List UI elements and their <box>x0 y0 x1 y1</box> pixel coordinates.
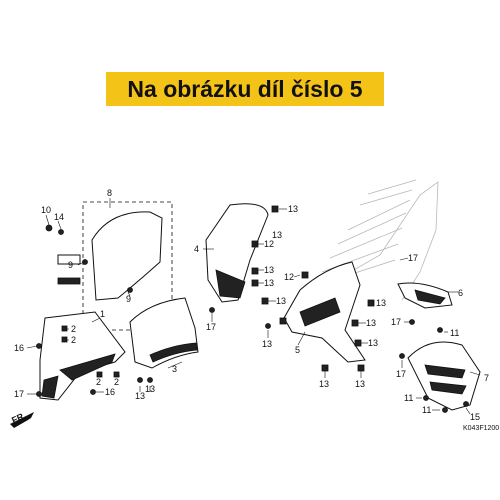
label-part-6: 6 <box>458 288 463 298</box>
label-part-13-i: 13 <box>319 379 329 389</box>
label-part-8: 8 <box>107 188 112 198</box>
label-part-13-k: 13 <box>262 339 272 349</box>
label-part-7: 7 <box>484 373 489 383</box>
rubber-strip <box>57 277 81 285</box>
honda-wing-watermark <box>304 179 439 301</box>
label-part-2-a: 2 <box>71 324 76 334</box>
banner-text: Na obrázku díl číslo 5 <box>127 75 363 102</box>
label-part-3: 3 <box>172 364 177 374</box>
label-part-5: 5 <box>295 345 300 355</box>
label-part-2-c: 2 <box>96 377 101 387</box>
windscreen <box>91 211 163 301</box>
label-part-13-h: 13 <box>368 338 378 348</box>
collar-9a <box>82 259 88 265</box>
label-part-1: 1 <box>100 309 105 319</box>
washer-14 <box>58 229 64 235</box>
inner-panel-part-4 <box>205 203 279 313</box>
label-part-17-right-top: 17 <box>408 253 418 263</box>
meter-visor-part-3 <box>129 297 199 383</box>
label-part-12-center: 12 <box>284 272 294 282</box>
label-part-17-right-low: 17 <box>396 369 406 379</box>
diagram-code: K043F1200 <box>463 425 499 432</box>
label-part-12-top: 12 <box>264 239 274 249</box>
front-cowl-part-1 <box>36 311 126 401</box>
label-part-10: 10 <box>41 205 51 215</box>
label-part-13-l: 13 <box>272 230 282 240</box>
side-cover-part-6 <box>397 282 453 325</box>
label-part-4: 4 <box>194 244 199 254</box>
middle-cowl-part-5 <box>265 261 375 372</box>
label-part-2-d: 2 <box>114 377 119 387</box>
garnish-strip <box>57 254 81 265</box>
label-part-9-bottom: 9 <box>126 294 131 304</box>
label-part-13-visor-a: 13 <box>135 391 145 401</box>
label-part-13-e: 13 <box>276 296 286 306</box>
label-part-17-left: 17 <box>14 389 24 399</box>
label-part-16-bottom: 16 <box>105 387 115 397</box>
collar-9b <box>127 287 133 293</box>
label-part-13-j: 13 <box>355 379 365 389</box>
label-part-13-g: 13 <box>366 318 376 328</box>
label-part-13-top: 13 <box>288 204 298 214</box>
label-part-11-mid: 11 <box>404 393 413 403</box>
label-part-17-center: 17 <box>206 322 216 332</box>
label-part-16-left: 16 <box>14 343 24 353</box>
label-part-13-c: 13 <box>264 265 274 275</box>
label-part-15: 15 <box>470 412 480 422</box>
front-direction-arrow: FR. <box>10 410 34 428</box>
lower-cowl-part-7 <box>399 327 481 413</box>
fr-label: FR. <box>10 410 27 425</box>
part-number-banner: Na obrázku díl číslo 5 <box>106 72 384 106</box>
bolt-10 <box>45 224 53 232</box>
label-part-17-right-mid: 17 <box>391 317 401 327</box>
part-number-labels: 8 10 14 9 9 1 2 2 2 2 16 16 17 3 13 13 4… <box>14 188 489 422</box>
label-part-13-visor-b: 13 <box>145 384 155 394</box>
label-part-13-f: 13 <box>376 298 386 308</box>
label-part-9-top: 9 <box>68 260 73 270</box>
label-part-11-bottom: 11 <box>422 405 431 415</box>
leader-lines <box>26 198 481 415</box>
label-part-2-b: 2 <box>71 335 76 345</box>
label-part-14: 14 <box>54 212 64 222</box>
label-part-11-top: 11 <box>450 328 459 338</box>
label-part-13-d: 13 <box>264 278 274 288</box>
